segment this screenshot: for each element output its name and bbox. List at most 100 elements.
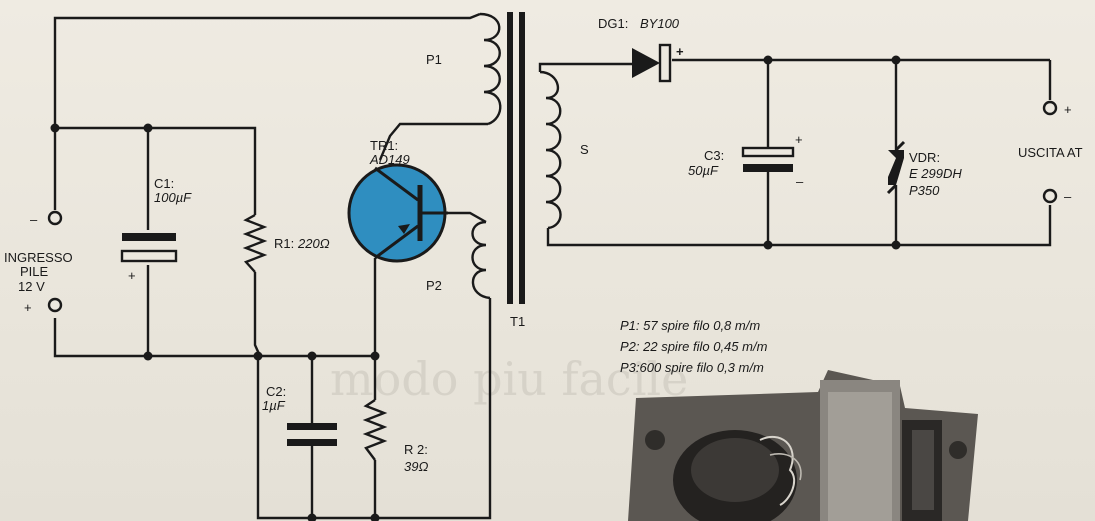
wire-r1-top (55, 126, 257, 215)
input-plus-sign: + (24, 300, 32, 315)
coil-p1 (479, 12, 502, 126)
photo-screw-right (949, 441, 967, 459)
input-terminals: – + INGRESSO PILE 12 V (4, 210, 73, 315)
transistor-tr1: TR1: AD149 (347, 138, 448, 263)
input-minus-sign: – (30, 212, 38, 227)
t1-label: T1 (510, 314, 525, 329)
photo-transistor-top (691, 438, 779, 502)
vdr-tick-bottom (886, 183, 898, 195)
photo-core-slot (912, 430, 934, 510)
c3-value: 50µF (688, 163, 719, 178)
input-voltage: 12 V (18, 279, 45, 294)
c3-name: C3: (704, 148, 724, 163)
r1-name: R1: (274, 236, 294, 251)
r1-value: 220Ω (297, 236, 330, 251)
tr1-name: TR1: (370, 138, 398, 153)
junction-dot (307, 351, 317, 361)
c2-plate-top (287, 423, 337, 430)
junction-dot (50, 123, 60, 133)
core-bar-left (507, 12, 513, 304)
note-p2: P2: 22 spire filo 0,45 m/m (620, 339, 768, 354)
wire-p1-emitter (378, 122, 488, 161)
output-plus-terminal (1042, 100, 1058, 116)
junction-dot (370, 513, 380, 521)
wire-r1-bottom (253, 272, 262, 357)
input-minus-terminal (47, 210, 63, 226)
p1-label: P1 (426, 52, 442, 67)
resistor-r2: R 2: 39Ω (362, 399, 428, 474)
junction-dot (763, 55, 773, 65)
background-show-through-text: modo piu facile (330, 352, 688, 406)
resistor-r1: R1: 220Ω (242, 213, 330, 273)
capacitor-c2: C2: 1µF (262, 384, 337, 446)
junction-dot (143, 123, 153, 133)
junction-dot (307, 513, 317, 521)
dg1-triangle (632, 48, 660, 78)
input-plus-terminal (47, 297, 63, 313)
junctions (50, 55, 901, 521)
winding-notes: P1: 57 spire filo 0,8 m/m P2: 22 spire f… (620, 318, 768, 375)
varistor-vdr: VDR: E 299DH P350 (886, 140, 962, 198)
c2-name: C2: (266, 384, 286, 399)
capacitor-c1: + C1: 100µF (120, 176, 192, 283)
c3-minus: – (796, 174, 804, 189)
c1-polarity: + (128, 268, 136, 283)
photo-screw-left (645, 430, 665, 450)
junction-dot (370, 351, 380, 361)
output-minus-terminal (1042, 188, 1058, 204)
c3-plate-top (741, 146, 795, 158)
wire-s-top (538, 62, 548, 72)
output-minus-sign: – (1064, 189, 1072, 204)
wire-top (53, 12, 481, 210)
output-title: USCITA AT (1018, 145, 1083, 160)
junction-dot (143, 351, 153, 361)
c2-plate-bottom (287, 439, 337, 446)
junction-dot (891, 240, 901, 250)
wire-bottom-rail (53, 318, 375, 358)
junction-dot (763, 240, 773, 250)
vdr-tick-top (894, 140, 906, 152)
r2-name: R 2: (404, 442, 428, 457)
r2-zigzag (362, 399, 388, 461)
s-label: S (580, 142, 589, 157)
wires (53, 12, 1052, 520)
transformer-photo (628, 370, 978, 521)
wire-output-bottom (546, 205, 1052, 247)
core-bar-right (519, 12, 525, 304)
input-title-line1: INGRESSO (4, 250, 73, 265)
photo-lead-wire (769, 453, 802, 481)
photo-lead-wire (759, 435, 796, 506)
diode-dg1: + DG1: BY100 (598, 16, 684, 83)
vdr-line1: E 299DH (909, 166, 962, 181)
r1-zigzag (242, 213, 268, 273)
photo-bracket-face (828, 392, 892, 521)
c1-value: 100µF (154, 190, 192, 205)
tr1-arrow (398, 224, 410, 234)
dg1-cathode (658, 43, 672, 83)
junction-dot (253, 351, 263, 361)
c2-value: 1µF (262, 398, 286, 413)
note-p3: P3:600 spire filo 0,3 m/m (620, 360, 764, 375)
c1-name: C1: (154, 176, 174, 191)
dg1-value: BY100 (640, 16, 680, 31)
p2-label: P2 (426, 278, 442, 293)
coil-s (539, 70, 562, 230)
vdr-name: VDR: (909, 150, 940, 165)
capacitor-c3: + – C3: 50µF (688, 132, 804, 189)
c1-plate-top (122, 233, 176, 241)
vdr-symbol (888, 150, 904, 185)
tr1-emitter-lead (374, 166, 419, 202)
wire-base-p2 (448, 211, 487, 224)
tr1-collector-lead (374, 224, 419, 260)
transformer-t1: P1 P2 S T1 (426, 12, 589, 329)
output-plus-sign: + (1064, 102, 1072, 117)
dg1-polarity: + (676, 44, 684, 59)
output-terminals: + – USCITA AT (1018, 100, 1083, 204)
note-p1: P1: 57 spire filo 0,8 m/m (620, 318, 760, 333)
c1-plate-bottom (120, 249, 178, 263)
dg1-name: DG1: (598, 16, 628, 31)
junction-dot (891, 55, 901, 65)
tr1-value: AD149 (369, 152, 410, 167)
